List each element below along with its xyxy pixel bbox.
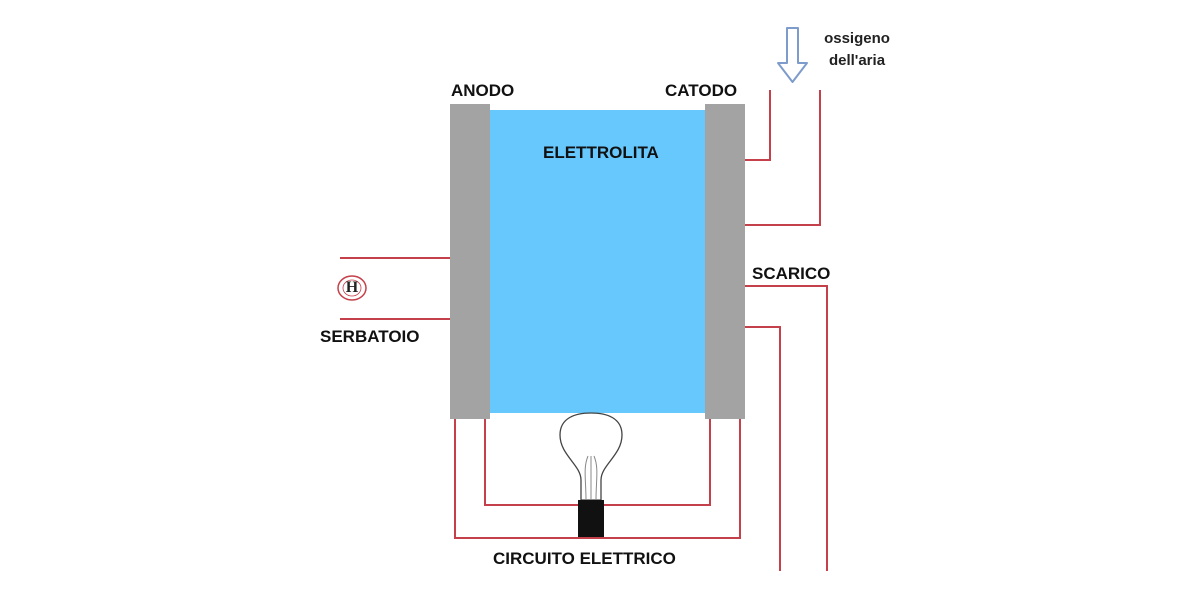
electrolyte-label: ELETTROLITA [543,143,659,162]
exhaust-pipe-outer [745,285,828,571]
oxygen-label: ossigeno dell'aria [812,28,902,72]
circuit-wire-outer [454,419,741,539]
electrolyte-region [490,110,705,413]
exhaust-pipe-inner [745,326,781,571]
exhaust-label: SCARICO [752,264,831,283]
oxygen-inlet-pipe-right [745,90,821,226]
hydrogen-molecule-icon [337,275,367,301]
anode-label: ANODO [451,81,515,100]
oxygen-inlet-pipe-left [745,90,771,161]
circuit-label: CIRCUITO ELETTRICO [493,549,676,568]
cathode-plate [705,104,745,419]
bulb-base [578,500,604,537]
wires [340,90,828,571]
down-arrow-icon [777,27,808,83]
light-bulb-icon [559,412,623,537]
oxygen-label-line1: ossigeno [824,30,890,47]
circuit-wire-inner [484,419,580,506]
oxygen-label-line2: dell'aria [828,52,886,69]
tank-label: SERBATOIO [320,327,420,346]
circuit-wire-inner-right [600,419,711,506]
cathode-label: CATODO [665,81,738,100]
hydrogen-symbol: H [345,279,359,296]
anode-plate [450,104,490,419]
